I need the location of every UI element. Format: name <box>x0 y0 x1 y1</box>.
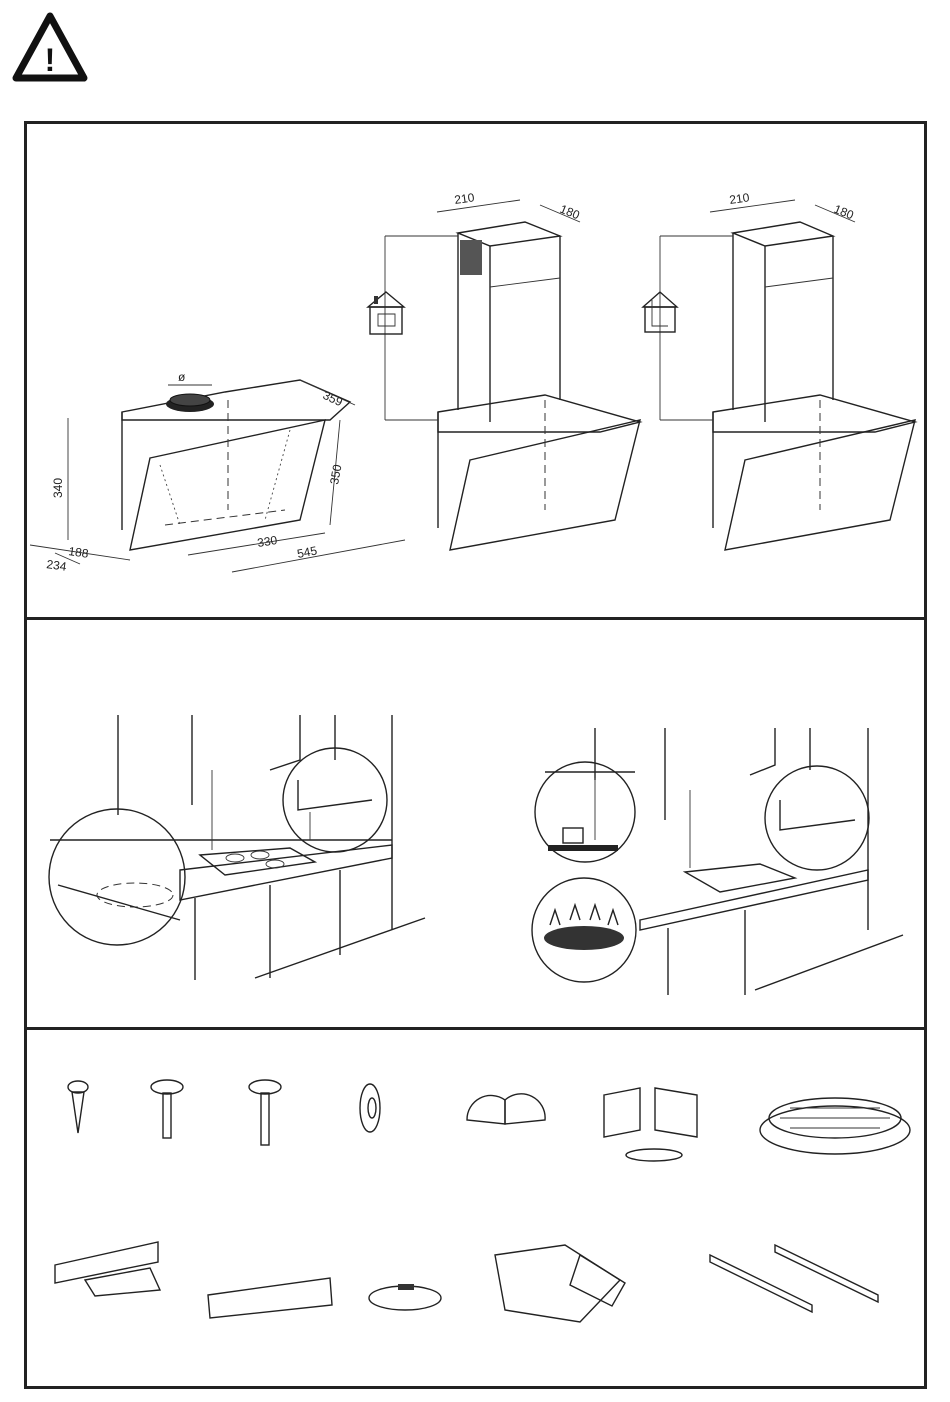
washer-icon <box>360 1084 380 1132</box>
valve-flaps-icon <box>467 1094 545 1124</box>
screw-washer-icon <box>151 1080 183 1138</box>
adapter-bracket-icon <box>604 1088 697 1161</box>
carbon-filter-icon <box>760 1098 910 1154</box>
chimney-bracket-icon <box>208 1278 332 1318</box>
hose-clamp-icon <box>369 1284 441 1310</box>
template-sheet-icon <box>495 1245 625 1322</box>
screw-washer-long-icon <box>249 1080 281 1145</box>
wall-bracket-icon <box>55 1242 160 1296</box>
rail-strips-icon <box>710 1245 878 1312</box>
screw-small-icon <box>68 1081 88 1133</box>
